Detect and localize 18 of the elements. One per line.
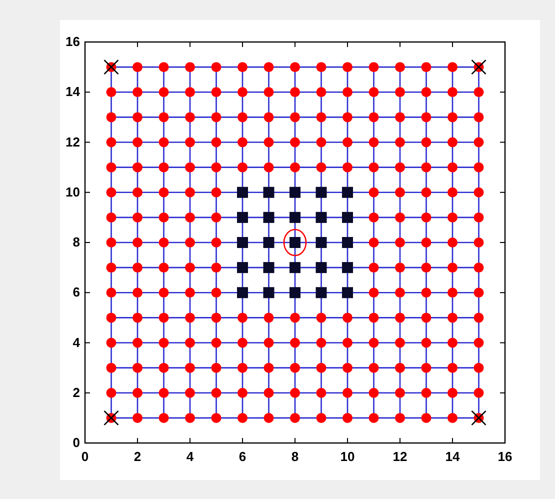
y-tick-label: 6 xyxy=(72,284,80,300)
y-tick-label: 12 xyxy=(66,134,80,150)
x-tick-label: 8 xyxy=(291,449,299,464)
x-tick-label: 6 xyxy=(238,449,246,464)
y-tick-label: 16 xyxy=(66,34,80,49)
x-tick-label: 2 xyxy=(134,449,142,464)
x-tick-label: 0 xyxy=(81,449,89,464)
y-tick-label: 10 xyxy=(66,184,80,200)
y-tick-label: 2 xyxy=(72,384,80,400)
x-tick-label: 16 xyxy=(498,449,512,464)
y-tick-label: 0 xyxy=(72,435,80,450)
x-tick-label: 14 xyxy=(445,449,460,464)
y-tick-label: 4 xyxy=(72,334,80,350)
y-tick-label: 8 xyxy=(72,234,80,250)
x-tick-label: 12 xyxy=(392,449,408,464)
x-tick-label: 4 xyxy=(186,449,194,464)
x-tick-label: 10 xyxy=(340,449,355,464)
y-tick-label: 14 xyxy=(66,84,80,100)
